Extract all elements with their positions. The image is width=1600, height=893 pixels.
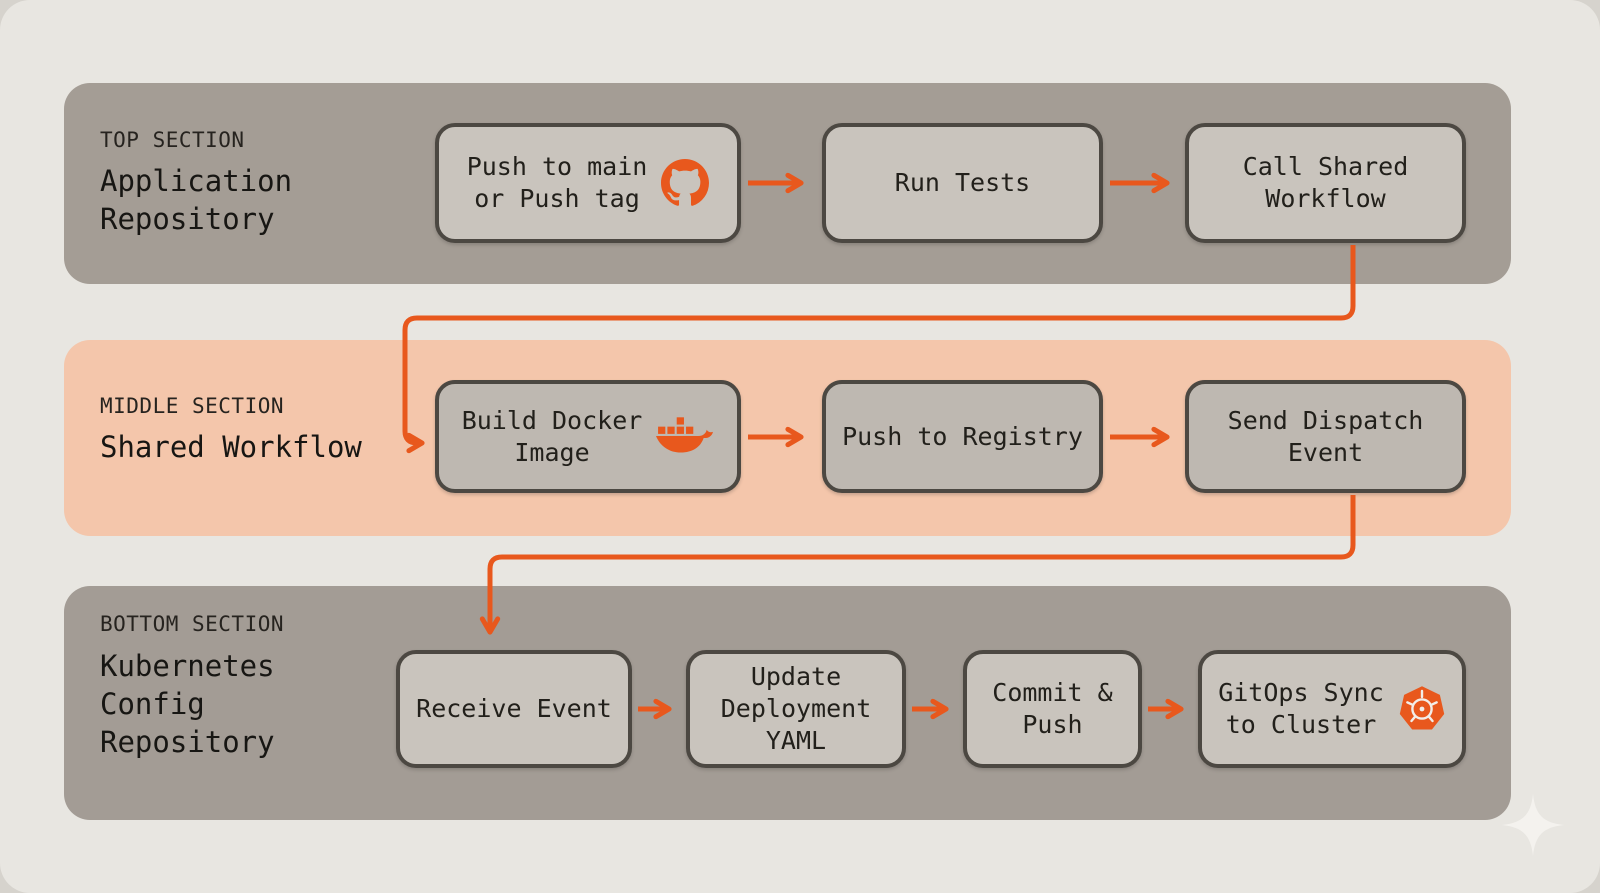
node-text-line: GitOps Sync	[1218, 678, 1384, 707]
node-text-line: or Push tag	[474, 184, 640, 213]
bottom-title-line-1: Kubernetes	[100, 649, 275, 683]
node-text-line: Call Shared	[1242, 152, 1409, 181]
kubernetes-icon	[1398, 685, 1446, 733]
node-run-tests: Run Tests	[822, 123, 1103, 243]
node-text-line: Deployment	[720, 694, 872, 723]
node-update-deployment-yaml: Update Deployment YAML	[686, 650, 906, 768]
node-text-line: Event	[1287, 437, 1364, 467]
node-call-shared-workflow: Call Shared Workflow	[1185, 123, 1466, 243]
node-gitops-sync: GitOps Sync to Cluster	[1198, 650, 1466, 768]
middle-section-kicker: MIDDLE SECTION	[100, 394, 285, 418]
top-section-title: Application Repository	[100, 162, 292, 238]
github-icon	[661, 159, 710, 207]
middle-section-title: Shared Workflow	[100, 428, 362, 466]
node-text-line: Build Docker	[461, 405, 643, 435]
node-text-line: Workflow	[1265, 184, 1386, 213]
top-title-line-1: Application	[100, 164, 293, 198]
bottom-section-kicker: BOTTOM SECTION	[100, 612, 285, 636]
node-text-line: Update	[750, 662, 842, 691]
node-text-line: Commit &	[992, 678, 1113, 707]
node-send-dispatch-event-label: Send Dispatch Event	[1228, 405, 1424, 469]
bottom-section-title: Kubernetes Config Repository	[100, 647, 275, 761]
node-text-line: Receive Event	[416, 694, 612, 723]
node-call-shared-workflow-label: Call Shared Workflow	[1243, 151, 1409, 215]
docker-icon	[656, 416, 714, 458]
top-section-kicker: TOP SECTION	[100, 128, 245, 152]
node-push-to-registry-label: Push to Registry	[842, 421, 1083, 453]
node-receive-event: Receive Event	[396, 650, 632, 768]
node-text-line: to Cluster	[1225, 710, 1377, 739]
node-receive-event-label: Receive Event	[416, 693, 612, 725]
node-text-line: Send Dispatch	[1227, 405, 1424, 435]
node-text-line: Push to Registry	[842, 421, 1083, 451]
node-text-line: Image	[514, 437, 590, 467]
middle-title-line-1: Shared Workflow	[100, 430, 362, 464]
node-send-dispatch-event: Send Dispatch Event	[1185, 380, 1466, 493]
sparkle-icon	[1502, 794, 1564, 860]
node-update-deployment-yaml-label: Update Deployment YAML	[721, 661, 872, 757]
node-push-to-main: Push to main or Push tag	[435, 123, 741, 243]
bottom-title-line-2: Config	[100, 687, 205, 721]
node-text-line: Run Tests	[894, 168, 1031, 197]
node-build-docker-image-label: Build Docker Image	[462, 405, 643, 469]
top-title-line-2: Repository	[100, 202, 275, 236]
node-text-line: YAML	[765, 726, 827, 755]
bottom-title-line-3: Repository	[100, 725, 275, 759]
node-build-docker-image: Build Docker Image	[435, 380, 741, 493]
node-commit-push-label: Commit & Push	[992, 677, 1112, 741]
node-text-line: Push to main	[466, 152, 648, 181]
node-commit-push: Commit & Push	[963, 650, 1142, 768]
node-text-line: Push	[1022, 710, 1083, 739]
node-push-to-main-label: Push to main or Push tag	[467, 151, 648, 215]
node-push-to-registry: Push to Registry	[822, 380, 1103, 493]
node-run-tests-label: Run Tests	[895, 167, 1030, 199]
node-gitops-sync-label: GitOps Sync to Cluster	[1218, 677, 1384, 741]
